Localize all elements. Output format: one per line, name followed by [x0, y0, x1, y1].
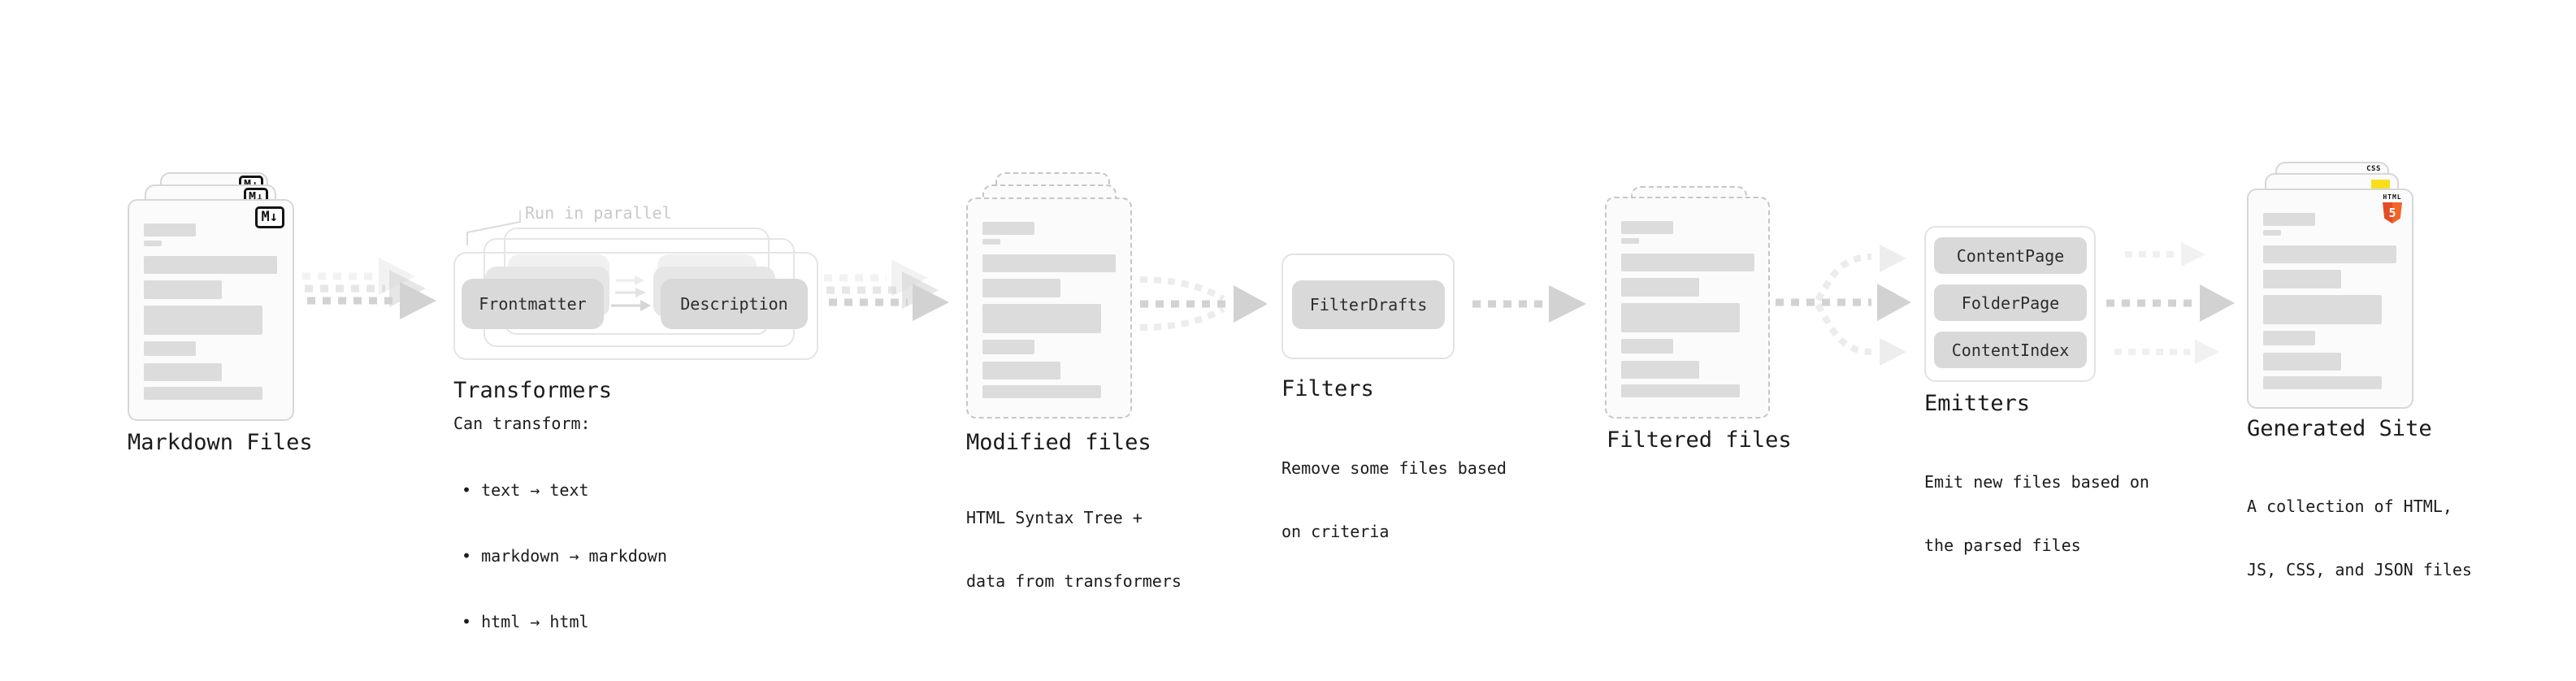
arrow-emitters-to-generated [2106, 242, 2235, 364]
generated-file-card-front: HTML 5 [2247, 189, 2413, 409]
html5-badge-number: 5 [2388, 206, 2396, 220]
description-chip: Description [661, 279, 808, 329]
document-text-placeholder [982, 222, 1116, 398]
generated-site-label: Generated Site [2247, 416, 2432, 441]
arrow-filters-to-filtered [1472, 285, 1586, 323]
modified-files-label: Modified files [966, 430, 1151, 455]
arrow-filtered-to-emitters [1776, 245, 1911, 366]
contentindex-chip: ContentIndex [1934, 332, 2087, 368]
filters-desc: Remove some files based on criteria [1281, 415, 1507, 584]
desc-line: Emit new files based on [1924, 472, 2149, 492]
desc-line: Remove some files based [1281, 458, 1507, 478]
markdown-file-card-front: M↓ [128, 199, 294, 421]
frontmatter-chip: Frontmatter [462, 279, 604, 329]
emitters-desc: Emit new files based on the parsed files [1924, 429, 2149, 598]
document-text-placeholder [2263, 213, 2397, 389]
transformers-desc-title: Can transform: [453, 414, 591, 433]
javascript-icon: JS [2371, 180, 2390, 189]
desc-line: JS, CSS, and JSON files [2247, 560, 2472, 579]
modified-file-card-front [966, 197, 1132, 419]
html5-badge-title: HTML [2383, 193, 2402, 201]
desc-line: on criteria [1281, 522, 1390, 541]
contentpage-chip: ContentPage [1934, 237, 2087, 274]
css-badge-text: CSS [2366, 165, 2381, 173]
run-in-parallel-note: Run in parallel [525, 203, 672, 223]
arrow-modified-to-filters [1139, 276, 1268, 331]
transformer-box-front [453, 252, 818, 360]
emitters-label: Emitters [1924, 391, 2031, 416]
html5-shield: 5 [2383, 202, 2402, 223]
bullet-item: • markdown → markdown [462, 546, 667, 566]
desc-line: the parsed files [1924, 536, 2081, 555]
html5-icon: HTML 5 [2383, 194, 2402, 223]
desc-line: A collection of HTML, [2247, 497, 2452, 516]
document-text-placeholder [144, 223, 278, 400]
generated-site-desc: A collection of HTML, JS, CSS, and JSON … [2247, 453, 2472, 622]
bullet-item: • text → text [462, 480, 589, 500]
desc-line: data from transformers [966, 571, 1182, 591]
markdown-files-label: Markdown Files [128, 430, 313, 455]
transformers-label: Transformers [453, 378, 613, 403]
bullet-item: • html → html [462, 612, 589, 631]
folderpage-chip: FolderPage [1934, 284, 2087, 321]
transformers-bullet-list: • text → text • markdown → markdown • ht… [453, 436, 667, 677]
arrow-transformers-to-modified [824, 259, 949, 321]
filters-label: Filters [1281, 376, 1374, 401]
markdown-icon: M↓ [254, 206, 284, 228]
document-text-placeholder [1621, 221, 1754, 397]
desc-line: HTML Syntax Tree + [966, 508, 1143, 527]
filtered-files-label: Filtered files [1607, 427, 1792, 453]
modified-files-desc: HTML Syntax Tree + data from transformer… [966, 465, 1182, 634]
arrow-markdown-to-transformers [302, 258, 436, 319]
filterdrafts-chip: FilterDrafts [1292, 280, 1445, 329]
filtered-file-card-front [1605, 197, 1770, 419]
